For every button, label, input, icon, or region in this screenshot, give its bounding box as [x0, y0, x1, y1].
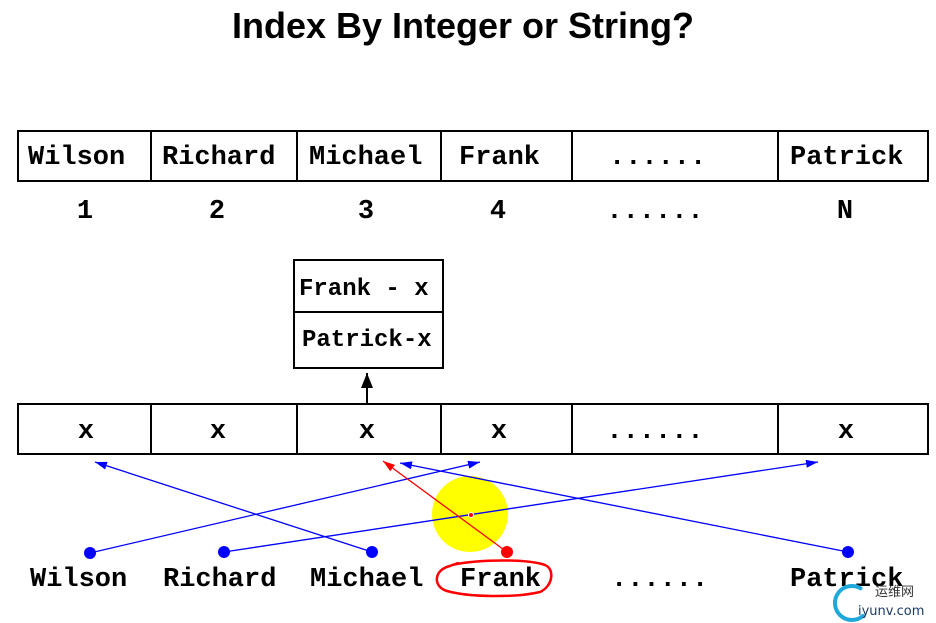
hash-slot-label: ......	[606, 417, 703, 447]
key-dot-patrick	[842, 546, 854, 558]
cursor-dot	[468, 512, 474, 518]
watermark: 运维网 iyunv.com	[833, 584, 924, 622]
key-label: Michael	[310, 565, 423, 595]
watermark-domain: iyunv.com	[858, 604, 924, 619]
index-label: 2	[209, 197, 225, 227]
array-cell-n	[777, 130, 929, 182]
annotation-circle-frank	[435, 559, 553, 598]
key-label: Wilson	[30, 565, 127, 595]
array-cell-2	[150, 130, 298, 182]
watermark-name: 运维网	[875, 585, 914, 600]
array-cell-label: Patrick	[790, 143, 903, 173]
hash-slot-n	[777, 403, 929, 455]
key-label: Frank	[460, 565, 541, 595]
collision-bucket: Frank - x Patrick-x	[293, 259, 444, 369]
hash-slot-label: x	[838, 417, 854, 447]
key-dot-michael	[366, 546, 378, 558]
array-cell-label: Michael	[309, 143, 422, 173]
index-label: 3	[358, 197, 374, 227]
bucket-entry-2	[293, 311, 444, 369]
index-label: ......	[606, 197, 703, 227]
watermark-domain-text: iyunv.com	[858, 604, 924, 619]
hash-slot-3	[296, 403, 442, 455]
key-dot-frank	[501, 546, 513, 558]
key-dot-wilson	[84, 547, 96, 559]
key-labels: Wilson Richard Michael Frank ...... Patr…	[30, 565, 903, 595]
arrow-frank-to-slot-3	[382, 460, 508, 553]
key-dot-richard	[218, 546, 230, 558]
index-label: N	[837, 197, 853, 227]
arrow-wilson-to-slot-4	[89, 460, 481, 554]
array-row: Wilson Richard Michael Frank ...... Patr…	[17, 130, 929, 182]
page-title: Index By Integer or String?	[232, 5, 694, 46]
index-row: 1 2 3 4 ...... N	[77, 197, 853, 227]
array-cell-label: ......	[609, 143, 706, 173]
mapping-arrows	[89, 459, 849, 554]
arrow-michael-to-slot-1	[94, 461, 373, 553]
hash-slot-label: x	[359, 417, 375, 447]
watermark-name-text: 运维网	[875, 585, 914, 600]
hash-row: x x x x ...... x	[17, 403, 929, 455]
key-dots	[84, 546, 854, 559]
array-cell-label: Wilson	[28, 143, 125, 173]
index-label: 1	[77, 197, 93, 227]
bucket-entry-label: Frank - x	[299, 276, 429, 303]
array-cell-ellipsis	[571, 130, 779, 182]
array-cell-label: Richard	[162, 143, 275, 173]
array-cell-3	[296, 130, 442, 182]
key-label: ......	[611, 565, 708, 595]
arrow-richard-to-slot-n	[223, 459, 819, 553]
hash-slot-label: x	[491, 417, 507, 447]
bucket-entry-label: Patrick-x	[302, 327, 432, 354]
hash-slot-2	[150, 403, 298, 455]
hash-slot-1	[17, 403, 152, 455]
index-label: 4	[490, 197, 506, 227]
watermark-logo-icon	[833, 584, 865, 622]
key-label: Richard	[163, 565, 276, 595]
array-cell-1	[17, 130, 152, 182]
hash-slot-ellipsis	[571, 403, 779, 455]
hash-slot-label: x	[78, 417, 94, 447]
key-label: Patrick	[790, 565, 903, 595]
arrow-patrick-to-slot-3	[399, 461, 849, 553]
hash-slot-label: x	[210, 417, 226, 447]
array-cell-label: Frank	[459, 143, 540, 173]
